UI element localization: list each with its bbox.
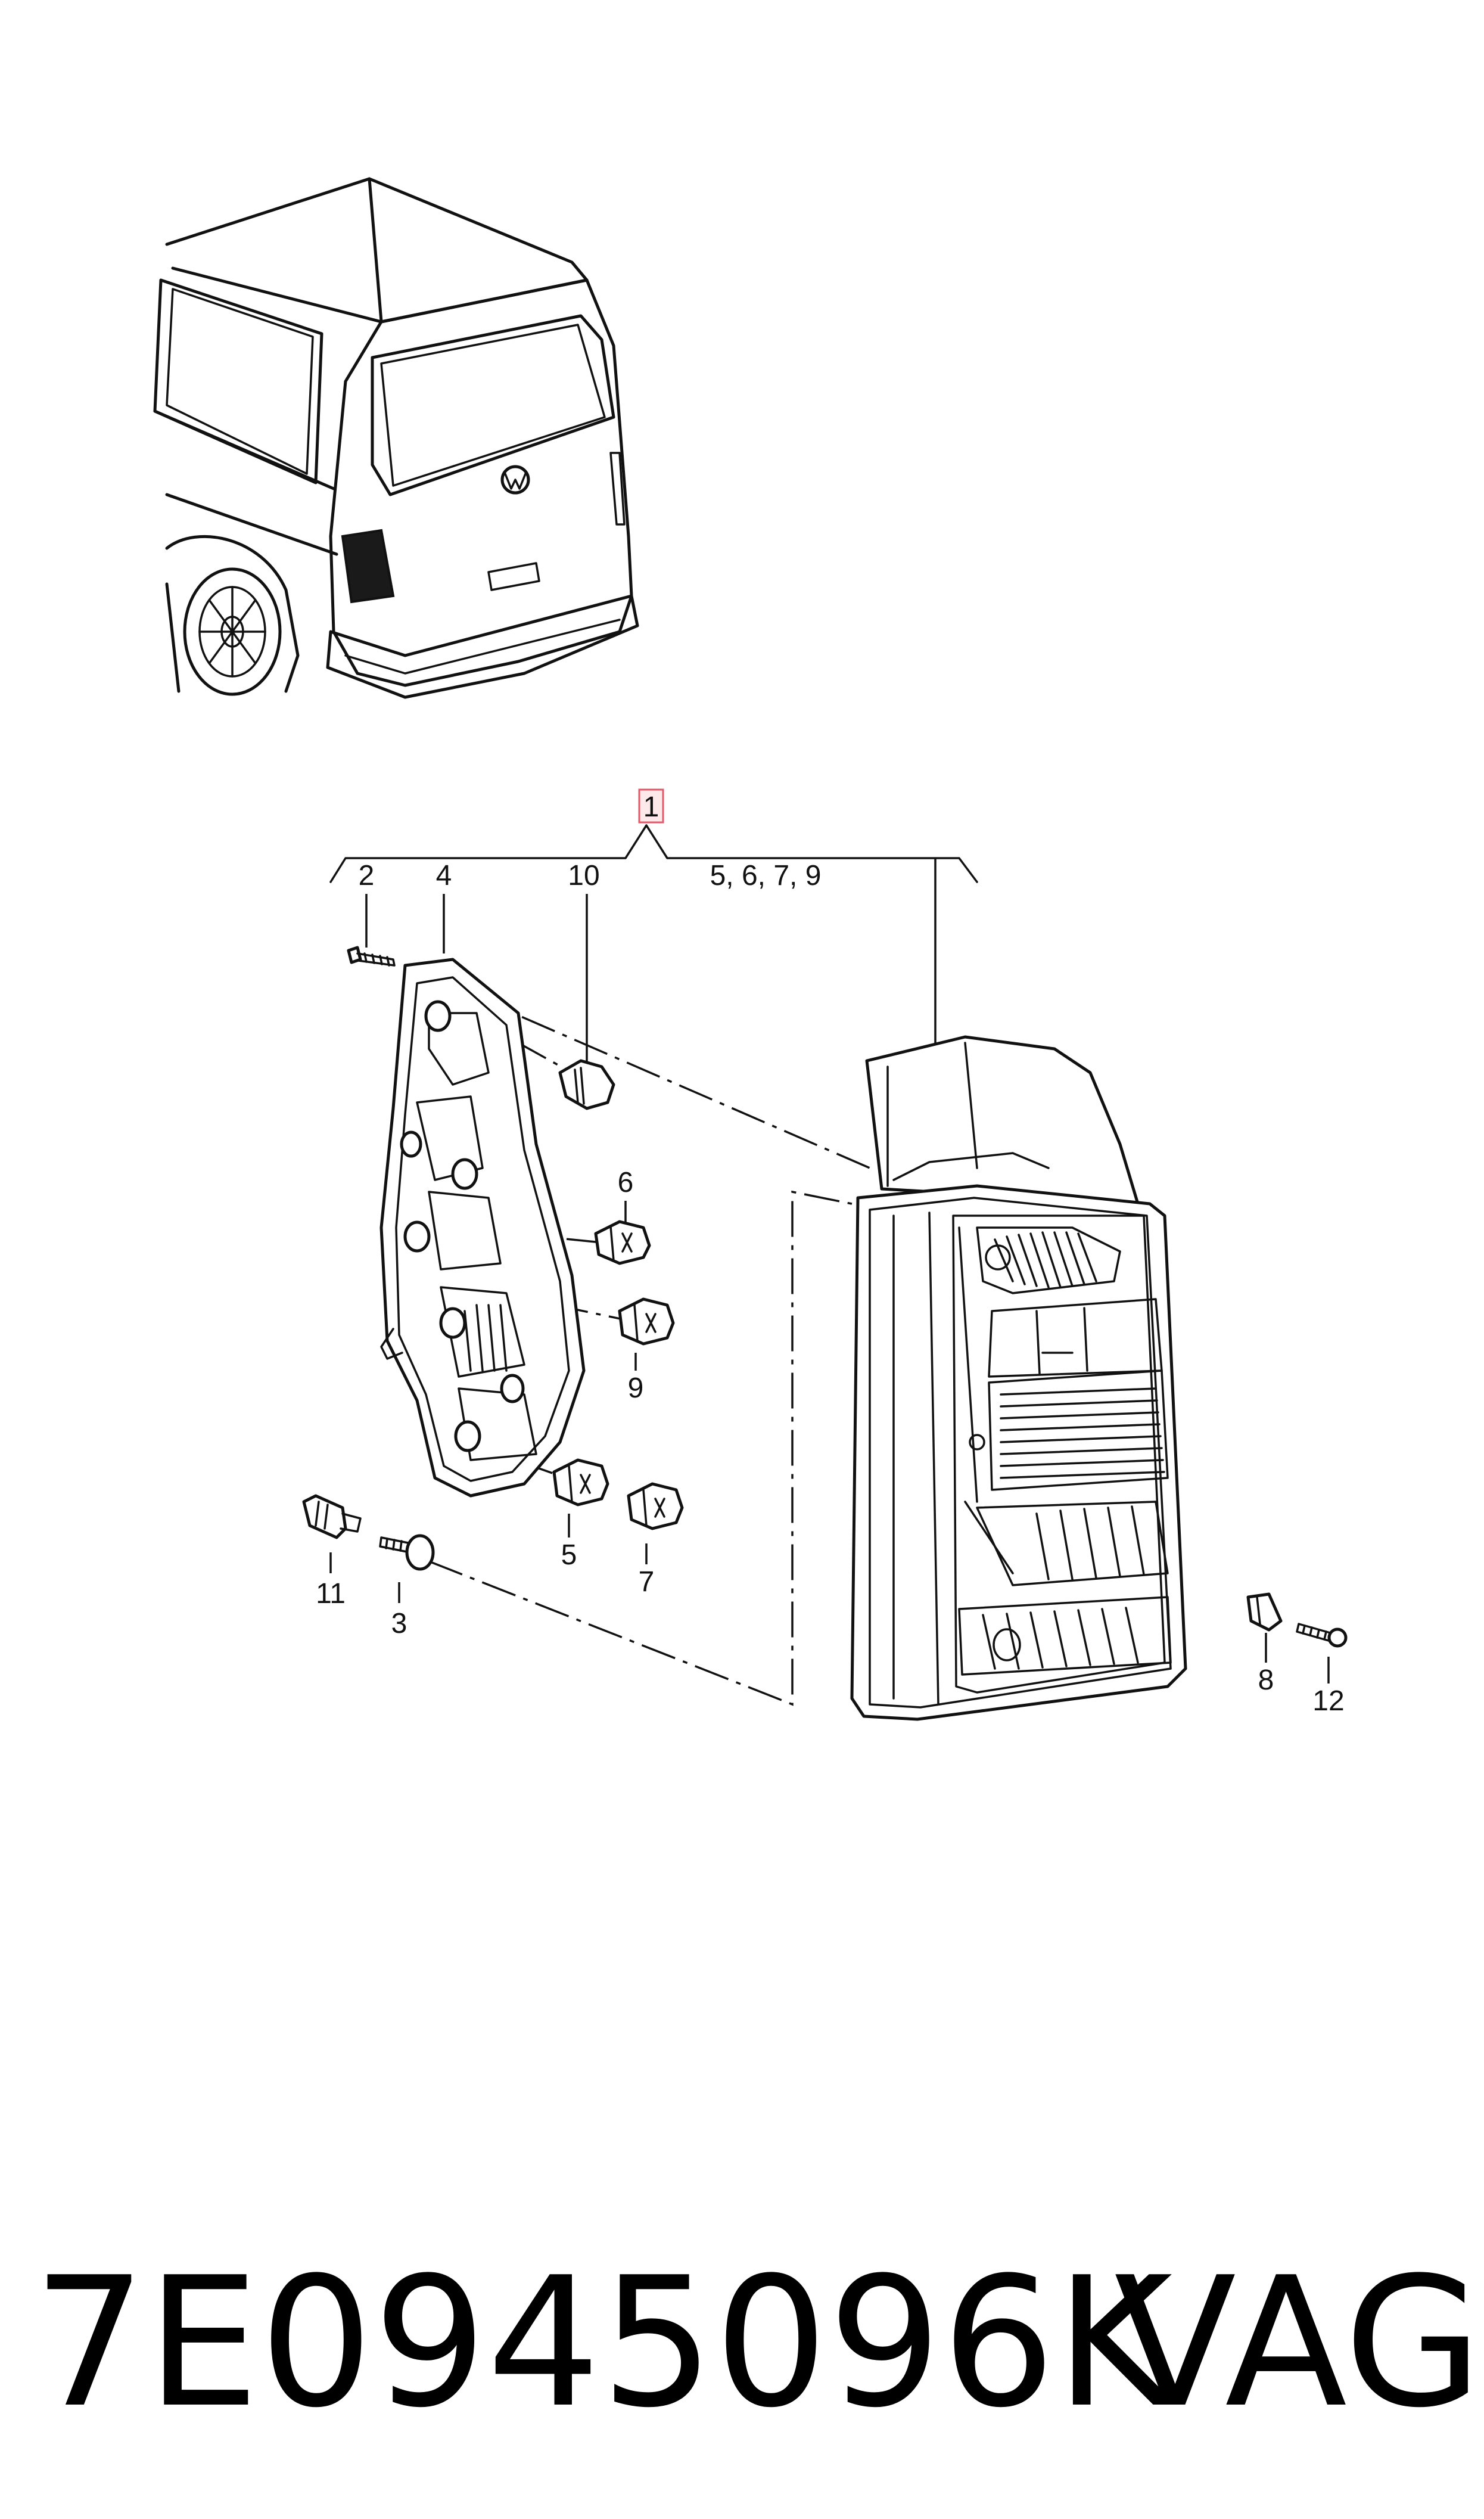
- bulb-10: [558, 1059, 615, 1110]
- fastener-11: [302, 1494, 362, 1539]
- main-callout-box: [638, 788, 664, 824]
- brand-label: VAG: [1114, 2239, 1482, 2447]
- bulb-7: [627, 1482, 684, 1530]
- main-callout-label: 1: [643, 791, 659, 823]
- callout-9: 9: [628, 1372, 644, 1404]
- vehicle-rear-illustration: [153, 177, 639, 699]
- callout-bracket: 1: [329, 788, 978, 883]
- callout-8: 8: [1258, 1664, 1274, 1696]
- screw-2: [347, 946, 396, 967]
- fastener-3: [379, 1534, 435, 1571]
- callout-group-5-6-7-9: 5, 6, 7, 9: [710, 860, 822, 892]
- tail-light-assembly: [850, 1035, 1187, 1721]
- callout-labels: 2 4 10 5, 6, 7, 9 6 9 5 7 11 3 8 12: [316, 860, 1345, 1717]
- callout-6: 6: [618, 1167, 634, 1198]
- callout-12: 12: [1312, 1685, 1344, 1717]
- part-number: 7E0945096K: [33, 2239, 1178, 2447]
- screw-12: [1296, 1623, 1348, 1648]
- callout-4: 4: [436, 860, 452, 892]
- bulb-6: [594, 1220, 651, 1265]
- callout-10: 10: [568, 860, 599, 892]
- callout-11: 11: [316, 1578, 346, 1610]
- bulb-carrier: [379, 958, 586, 1498]
- callout-7: 7: [639, 1566, 655, 1598]
- callout-5: 5: [561, 1539, 577, 1571]
- callout-3: 3: [391, 1608, 407, 1639]
- bulb-9: [618, 1297, 675, 1346]
- fastener-8: [1246, 1592, 1283, 1632]
- bulb-5: [552, 1458, 609, 1507]
- callout-2: 2: [359, 860, 375, 892]
